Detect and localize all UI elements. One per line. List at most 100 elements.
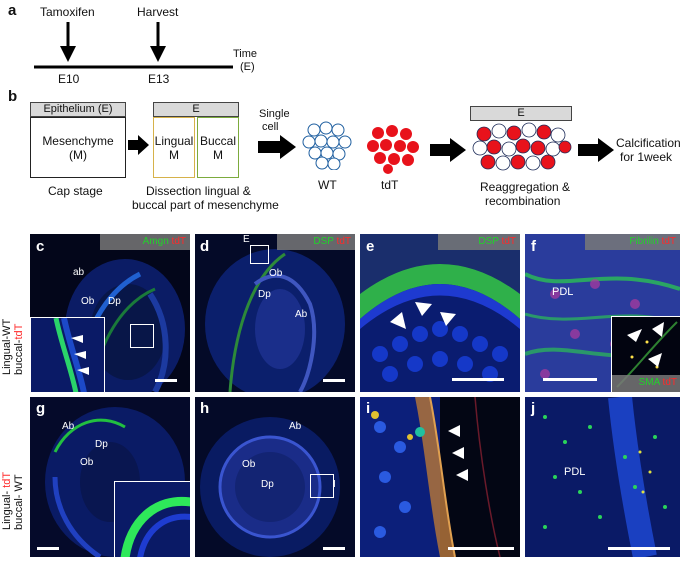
panel-g-scalebar (37, 547, 59, 550)
panel-e-scalebar (452, 378, 504, 381)
e10-label: E10 (58, 72, 80, 86)
dissection-line1: Dissection lingual & (146, 184, 251, 198)
panel-f-tdt: tdT (661, 236, 676, 247)
calc-line1: Calcification (616, 136, 681, 150)
lingual-m-text: M (169, 147, 179, 162)
panel-c-roi-box (130, 324, 154, 348)
panel-h-label: h (200, 400, 210, 417)
wt-cells-icon (302, 121, 352, 170)
panel-f-inset-bar: SMA tdT (612, 375, 680, 392)
panel-i-image (360, 397, 520, 557)
panel-f-label: f (531, 238, 536, 255)
panel-a-label: a (8, 2, 17, 19)
row1-side-label: Lingual-WT buccal-tdT (1, 319, 25, 375)
panel-f-scalebar (543, 378, 597, 381)
panel-d-image: DSP tdT E Ob Dp Ab (195, 234, 355, 392)
reagg-line2: recombination (485, 194, 561, 208)
panel-d-ob: Ob (269, 268, 283, 279)
single-label: Single (259, 108, 290, 120)
panel-f-inset-tdt: tdT (662, 377, 677, 388)
arrow-2-icon (258, 135, 296, 159)
panel-c-inset (30, 317, 105, 392)
row2-side-line2: buccal- WT (13, 474, 25, 530)
panel-g-image: Ab Dp Ob (30, 397, 190, 557)
mesenchyme-abbr: (M) (69, 147, 87, 162)
panel-j-image: PDL (525, 397, 680, 557)
panel-f-inset-stain: SMA (638, 377, 660, 388)
panel-g-ob: Ob (80, 457, 94, 468)
wt-label: WT (318, 178, 337, 192)
calc-line2: for 1week (620, 150, 673, 164)
panel-c-dp: Dp (108, 296, 121, 307)
panel-j-scalebar (608, 547, 670, 550)
e-header-1: E (153, 102, 239, 117)
panel-g-dp: Dp (95, 439, 108, 450)
panel-f-pdl: PDL (552, 286, 574, 298)
panel-d-e: E (243, 234, 250, 245)
time-unit-label: (E) (240, 61, 255, 73)
row1-side-line1: Lingual-WT (1, 318, 13, 375)
row2-side-label: Lingual- tdT buccal- WT (1, 472, 25, 530)
cell-label: cell (262, 121, 279, 133)
cap-stage-label: Cap stage (48, 184, 103, 198)
panel-j-pdl: PDL (564, 466, 586, 478)
panel-d-stain: DSP (313, 236, 334, 247)
panel-g-label: g (36, 400, 46, 417)
buccal-m-text: M (213, 147, 223, 162)
panel-c-scalebar (155, 379, 177, 382)
row1-side-line2: buccal-tdT (13, 319, 25, 375)
panel-i-label: i (366, 400, 371, 417)
panel-c-image: Amgn tdT ab Ob Dp (30, 234, 190, 392)
harvest-label: Harvest (137, 5, 179, 19)
panel-c-label: c (36, 238, 45, 255)
tamoxifen-label: Tamoxifen (40, 5, 95, 19)
mesenchyme-text: Mesenchyme (42, 133, 114, 148)
tdt-label: tdT (381, 178, 399, 192)
panel-d-dp: Dp (258, 289, 271, 300)
arrow-3-icon (430, 138, 466, 162)
epithelium-header: Epithelium (E) (30, 102, 126, 117)
panel-c-ob: Ob (81, 296, 95, 307)
arrow-4-icon (578, 138, 614, 162)
e13-label: E13 (148, 72, 170, 86)
tdt-cells-icon (367, 125, 419, 174)
panel-c-tdt: tdT (171, 236, 186, 247)
panel-h-image: Ab Ob Dp I (195, 397, 355, 557)
panel-b-label: b (8, 88, 18, 105)
panel-h-dp: Dp (261, 479, 274, 490)
lingual-text: Lingual (154, 133, 194, 148)
panel-h-ob: Ob (242, 459, 256, 470)
row2-tdt-text: tdT (1, 471, 13, 488)
panel-h-roi-box (310, 474, 334, 498)
mesenchyme-box: Mesenchyme (M) (30, 117, 126, 178)
panel-e-tdt: tdT (501, 236, 516, 247)
time-label: Time (233, 48, 258, 60)
panel-d-label: d (200, 238, 210, 255)
panel-d-roi-box (250, 245, 269, 264)
panel-f-inset: SMA tdT (611, 316, 680, 392)
panel-d-tdt: tdT (336, 236, 351, 247)
panel-h-i: I (333, 479, 336, 490)
reaggregate-icon (472, 122, 572, 171)
panel-e-image: DSP tdT (360, 234, 520, 392)
timeline-diagram (34, 22, 233, 69)
panel-f-image: Fibrilin tdT PDL SMA tdT (525, 234, 680, 392)
panel-e-label: e (366, 238, 375, 255)
row1-buccal-text: buccal- (13, 339, 25, 375)
panel-j-label: j (531, 400, 536, 417)
panel-c-stain-bar: Amgn tdT (100, 234, 190, 250)
arrow-1-icon (128, 135, 149, 155)
buccal-box: Buccal M (197, 117, 239, 178)
e-header-2: E (470, 106, 572, 121)
panel-h-ab: Ab (289, 421, 302, 432)
panel-e-stain-bar: DSP tdT (438, 234, 520, 250)
panel-f-stain: Fibrilin (629, 236, 659, 247)
panel-e-stain: DSP (478, 236, 499, 247)
panel-h-scalebar (323, 547, 345, 550)
reagg-line1: Reaggregation & (480, 180, 571, 194)
lingual-box: Lingual M (153, 117, 195, 178)
panel-d-ab: Ab (295, 309, 308, 320)
panel-d-stain-bar: DSP tdT (277, 234, 355, 250)
panel-i-scalebar (448, 547, 514, 550)
panel-d-scalebar (323, 379, 345, 382)
